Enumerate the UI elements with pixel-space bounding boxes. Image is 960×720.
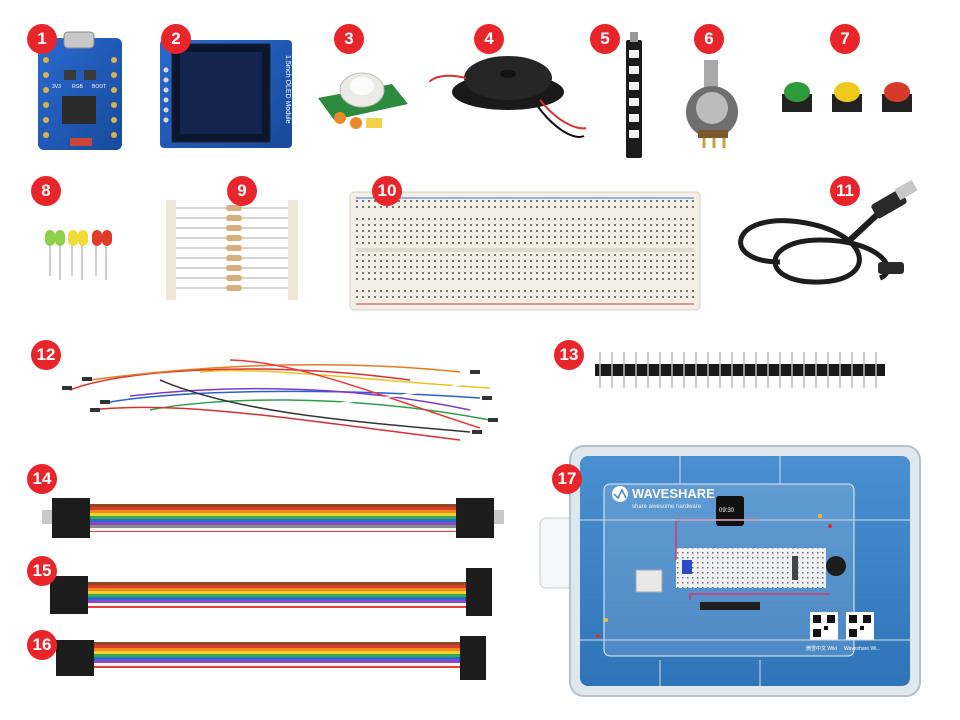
leds (45, 230, 112, 280)
badge-5: 5 (590, 24, 620, 54)
oled-module-label: 1.5inch OLED Module (284, 55, 291, 124)
potentiometer (686, 60, 738, 148)
usb-cable (738, 179, 918, 285)
board-label-3v3: 3V3 (52, 84, 61, 90)
badge-13: 13 (554, 340, 584, 370)
badge-15: 15 (27, 556, 57, 586)
badge-16: 16 (27, 630, 57, 660)
pir-sensor (318, 72, 408, 129)
storage-box: WAVESHARE share awesome hardware 09:30 微… (539, 445, 921, 697)
wave-logo-icon (612, 486, 628, 502)
board-label-rgb: RGB (72, 84, 84, 90)
microcontroller-board: 3V3 RGB BOOT (38, 31, 122, 150)
badge-4: 4 (474, 24, 504, 54)
ribbon-cable-female-female (56, 636, 486, 680)
badge-6: 6 (694, 24, 724, 54)
qr-code-icon (810, 612, 874, 640)
rgb-led-strip (626, 32, 642, 158)
badge-8: 8 (31, 176, 61, 206)
badge-17: 17 (552, 464, 582, 494)
pin-header (595, 352, 885, 388)
badge-2: 2 (161, 24, 191, 54)
oled-module: 1.5inch OLED Module (160, 40, 292, 148)
badge-10: 10 (372, 176, 402, 206)
box-tagline: share awesome hardware (632, 504, 702, 510)
push-buttons (782, 82, 912, 112)
badge-9: 9 (227, 176, 257, 206)
board-label-boot: BOOT (92, 84, 106, 90)
resistors (166, 200, 298, 300)
box-footer-right: Waveshare Wi... (844, 646, 881, 652)
usb-c-icon (878, 262, 904, 274)
badge-1: 1 (27, 24, 57, 54)
badge-14: 14 (27, 464, 57, 494)
badge-7: 7 (830, 24, 860, 54)
ribbon-cable-female-male (50, 568, 492, 616)
jumper-wire-pins (62, 370, 498, 434)
breadboard (349, 191, 701, 311)
jumper-wires-bundle (69, 359, 491, 441)
box-clock-time: 09:30 (719, 508, 735, 514)
badge-12: 12 (31, 340, 61, 370)
box-footer-left: 微雪中文 Wiki (806, 645, 837, 652)
badge-3: 3 (334, 24, 364, 54)
badge-11: 11 (830, 176, 860, 206)
ribbon-cable-male-male (42, 498, 504, 538)
box-brand: WAVESHARE (632, 486, 715, 501)
buzzer (429, 56, 587, 138)
usb-a-connector (894, 179, 918, 201)
